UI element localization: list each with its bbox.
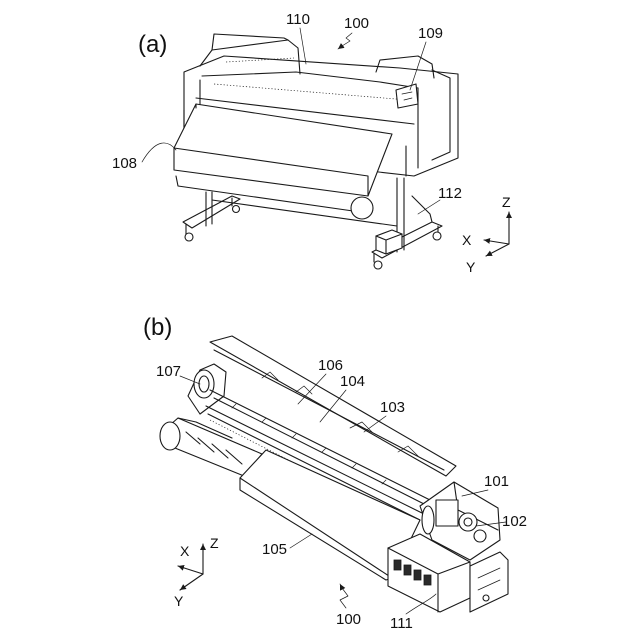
axis-x-b: X — [180, 543, 190, 559]
panel-a: (a) — [112, 11, 511, 275]
panel-b: (b) — [143, 314, 527, 632]
printer-stand — [183, 178, 442, 269]
ref-100-b: 100 — [336, 611, 361, 628]
ref-104: 104 — [340, 373, 365, 390]
axis-z-a: Z — [502, 194, 511, 210]
ref-101: 101 — [484, 473, 509, 490]
ref-106: 106 — [318, 357, 343, 374]
ref-100-a: 100 — [344, 15, 369, 32]
panel-a-label: (a) — [138, 31, 167, 58]
axis-y-b: Y — [174, 593, 184, 609]
axis-y-a: Y — [466, 259, 476, 275]
printer-interior-drawing: 107 106 104 103 101 102 105 100 111 — [156, 336, 527, 632]
ref-105: 105 — [262, 541, 287, 558]
axes-triad-b: Z X Y — [174, 535, 219, 609]
ref-107: 107 — [156, 363, 181, 380]
ref-102: 102 — [502, 513, 527, 530]
ref-108: 108 — [112, 155, 137, 172]
axis-z-b: Z — [210, 535, 219, 551]
ref-109: 109 — [418, 25, 443, 42]
ref-110: 110 — [286, 11, 310, 28]
panel-b-label: (b) — [143, 314, 172, 341]
axis-x-a: X — [462, 232, 472, 248]
ref-103: 103 — [380, 399, 405, 416]
ref-111: 111 — [390, 615, 413, 632]
axes-triad-a: Z X Y — [462, 194, 511, 275]
ref-112: 112 — [438, 185, 462, 202]
